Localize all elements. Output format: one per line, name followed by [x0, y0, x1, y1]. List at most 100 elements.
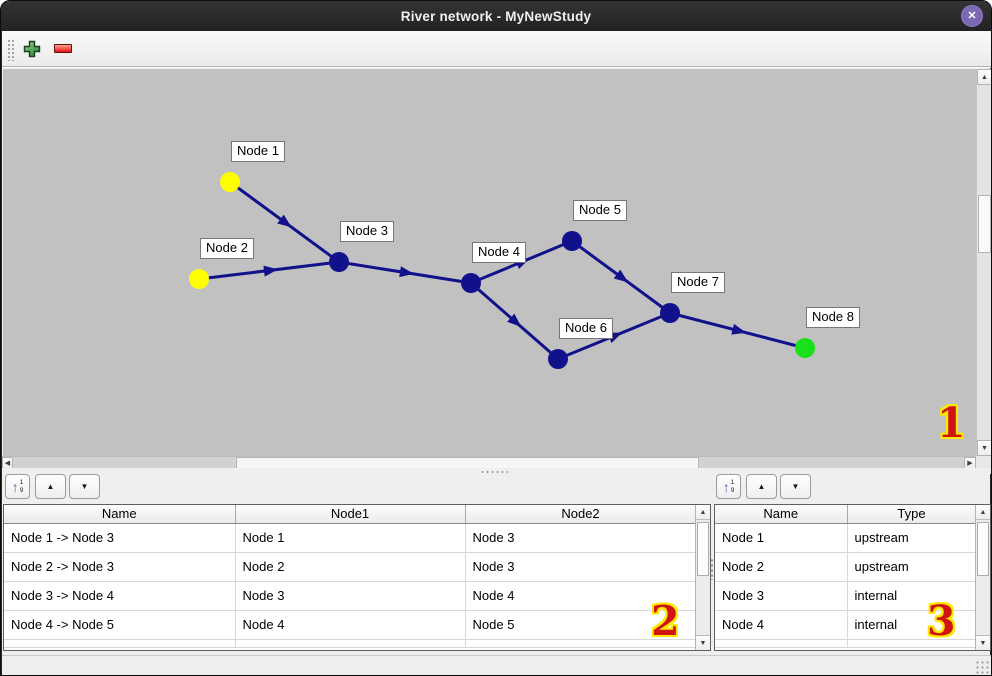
- node-label[interactable]: Node 5: [573, 200, 627, 221]
- table-cell[interactable]: Node 2 -> Node 3: [4, 552, 236, 582]
- network-node-upstream[interactable]: [220, 172, 240, 192]
- nodes-table-scrollbar[interactable]: ▲ ▼: [975, 505, 990, 650]
- network-node-upstream[interactable]: [189, 269, 209, 289]
- column-header[interactable]: Node1: [235, 505, 466, 524]
- up-arrow-icon: ▲: [699, 508, 707, 516]
- scroll-thumb[interactable]: [697, 522, 709, 576]
- nodes-move-up-button[interactable]: ▲: [746, 474, 777, 499]
- network-node-internal[interactable]: [548, 349, 568, 369]
- splitter-grip: [480, 470, 508, 473]
- flow-direction-arrow: [263, 265, 278, 277]
- horizontal-splitter[interactable]: [2, 468, 991, 474]
- flow-direction-arrow: [613, 269, 629, 283]
- network-node-downstream[interactable]: [795, 338, 815, 358]
- table-cell[interactable]: Node 1: [235, 523, 466, 553]
- column-header[interactable]: Type: [847, 505, 977, 524]
- close-button[interactable]: ✕: [961, 5, 983, 27]
- scroll-down-button[interactable]: ▼: [696, 635, 710, 650]
- table-cell[interactable]: Node 4: [715, 610, 848, 640]
- scroll-up-button[interactable]: ▲: [977, 69, 991, 85]
- scroll-down-button[interactable]: ▼: [976, 635, 990, 650]
- window-title: River network - MyNewStudy: [400, 8, 592, 24]
- network-node-internal[interactable]: [660, 303, 680, 323]
- node-label[interactable]: Node 8: [806, 307, 860, 328]
- table-cell[interactable]: Node 1: [715, 523, 848, 553]
- column-header[interactable]: Node2: [465, 505, 697, 524]
- plus-icon: [23, 40, 41, 58]
- table-cell[interactable]: internal: [847, 610, 977, 640]
- annotation-number: 1: [937, 399, 966, 447]
- canvas-vertical-scrollbar[interactable]: ▲ ▼: [976, 69, 991, 456]
- table-cell[interactable]: Node 4: [465, 581, 697, 611]
- remove-reach-button[interactable]: [54, 44, 72, 53]
- table-cell[interactable]: Node 2: [715, 552, 848, 582]
- empty-row: [4, 639, 697, 648]
- left-arrow-icon: ◀: [4, 459, 11, 467]
- vscroll-thumb[interactable]: [978, 195, 991, 253]
- links-move-down-button[interactable]: ▼: [69, 474, 100, 499]
- network-canvas[interactable]: Node 1 Node 2 Node 3 Node 4 Node 5 Node 6 Node…: [3, 69, 976, 456]
- table-cell[interactable]: Node 2: [235, 552, 466, 582]
- column-header[interactable]: Name: [4, 505, 236, 524]
- up-triangle-icon: ▲: [46, 481, 55, 491]
- resize-grip[interactable]: [975, 660, 989, 674]
- add-reach-button[interactable]: [23, 40, 41, 63]
- right-arrow-icon: ▶: [967, 459, 973, 467]
- node-label[interactable]: Node 2: [200, 238, 254, 259]
- toolbar-grip[interactable]: [7, 39, 15, 61]
- node-label[interactable]: Node 7: [671, 272, 725, 293]
- up-arrow-icon: ▲: [979, 508, 987, 516]
- node-label[interactable]: Node 6: [559, 318, 613, 339]
- vertical-splitter[interactable]: [710, 474, 714, 654]
- table-cell[interactable]: Node 3: [715, 581, 848, 611]
- scroll-up-button[interactable]: ▲: [976, 505, 990, 520]
- node-label[interactable]: Node 1: [231, 141, 285, 162]
- table-cell[interactable]: Node 5: [465, 610, 697, 640]
- table-cell[interactable]: Node 1 -> Node 3: [4, 523, 236, 553]
- table-cell[interactable]: internal: [847, 581, 977, 611]
- up-triangle-icon: ▲: [757, 481, 766, 491]
- links-table-scrollbar[interactable]: ▲ ▼: [695, 505, 710, 650]
- table-cell[interactable]: Node 4 -> Node 5: [4, 610, 236, 640]
- canvas-horizontal-scrollbar[interactable]: ◀ ▶: [2, 456, 976, 469]
- table-cell[interactable]: upstream: [847, 552, 977, 582]
- table-cell[interactable]: upstream: [847, 523, 977, 553]
- close-icon: ✕: [967, 9, 977, 22]
- table-cell[interactable]: Node 3: [465, 552, 697, 582]
- titlebar[interactable]: River network - MyNewStudy ✕: [1, 1, 991, 31]
- table-cell[interactable]: Node 4: [235, 610, 466, 640]
- up-arrow-icon: ▲: [981, 73, 988, 81]
- nodes-move-down-button[interactable]: ▼: [780, 474, 811, 499]
- annotation-number: 3: [927, 597, 956, 645]
- column-header[interactable]: Name: [715, 505, 848, 524]
- network-node-internal[interactable]: [562, 231, 582, 251]
- node-label[interactable]: Node 4: [472, 242, 526, 263]
- network-node-internal[interactable]: [329, 252, 349, 272]
- table-cell[interactable]: Node 3 -> Node 4: [4, 581, 236, 611]
- scroll-thumb[interactable]: [977, 522, 989, 576]
- flow-direction-arrow: [277, 214, 292, 228]
- table-cell[interactable]: Node 3: [235, 581, 466, 611]
- network-node-internal[interactable]: [461, 273, 481, 293]
- scroll-down-button[interactable]: ▼: [977, 440, 991, 456]
- scroll-up-button[interactable]: ▲: [696, 505, 710, 520]
- node-label[interactable]: Node 3: [340, 221, 394, 242]
- links-move-up-button[interactable]: ▲: [35, 474, 66, 499]
- down-triangle-icon: ▼: [791, 481, 800, 491]
- table-cell[interactable]: Node 3: [465, 523, 697, 553]
